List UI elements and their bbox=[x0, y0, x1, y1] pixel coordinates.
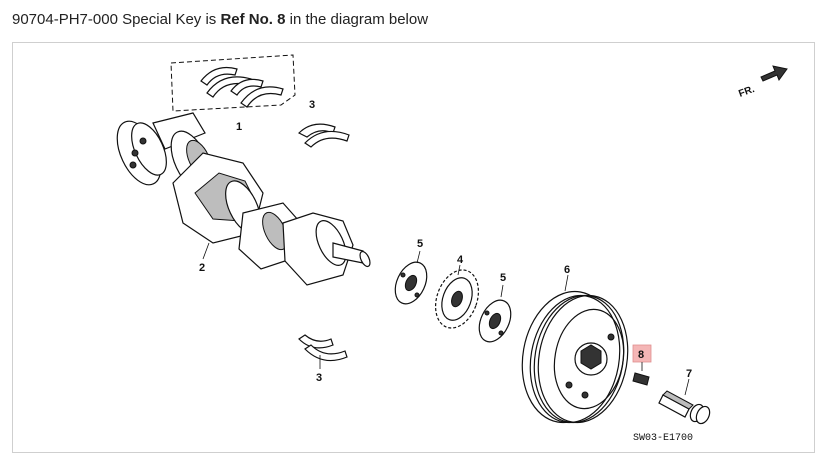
part-3-thrust-washer-upper[interactable] bbox=[297, 123, 350, 148]
callout-4: 4 bbox=[457, 254, 464, 266]
callout-5-right: 5 bbox=[500, 272, 506, 284]
diagram-svg: FR. 1 2 3 3 4 5 5 6 7 8 SW03-E1700 bbox=[108, 54, 788, 444]
callout-6: 6 bbox=[564, 264, 570, 276]
part-5-washer-left[interactable] bbox=[389, 250, 433, 309]
page-caption: 90704-PH7-000 Special Key is Ref No. 8 i… bbox=[12, 11, 428, 28]
part-6-crankshaft-pulley[interactable] bbox=[512, 274, 637, 430]
parts-diagram: FR. 1 2 3 3 4 5 5 6 7 8 SW03-E1700 bbox=[12, 42, 815, 453]
callout-7: 7 bbox=[686, 368, 692, 380]
caption-ref-number: Ref No. 8 bbox=[220, 11, 286, 28]
caption-suffix: in the diagram below bbox=[285, 11, 429, 28]
diagram-code: SW03-E1700 bbox=[633, 433, 693, 444]
part-7-pulley-bolt[interactable] bbox=[658, 378, 712, 426]
part-5-washer-right[interactable] bbox=[473, 284, 517, 347]
part-2-crankshaft[interactable] bbox=[108, 112, 372, 286]
part-3-thrust-washer-lower[interactable] bbox=[298, 334, 348, 369]
part-1-main-bearings[interactable] bbox=[170, 54, 296, 112]
front-direction-arrow: FR. bbox=[737, 65, 788, 100]
callout-2: 2 bbox=[199, 262, 205, 274]
callout-8: 8 bbox=[638, 349, 644, 361]
part-4-sprocket[interactable] bbox=[428, 264, 486, 334]
part-8-special-key[interactable] bbox=[632, 344, 652, 386]
callout-3-upper: 3 bbox=[309, 99, 315, 111]
callout-5-left: 5 bbox=[417, 238, 423, 250]
direction-label: FR. bbox=[737, 84, 756, 100]
callout-3-lower: 3 bbox=[316, 372, 322, 384]
callout-1: 1 bbox=[236, 121, 242, 133]
caption-part-number: 90704-PH7-000 Special Key is bbox=[12, 11, 221, 28]
